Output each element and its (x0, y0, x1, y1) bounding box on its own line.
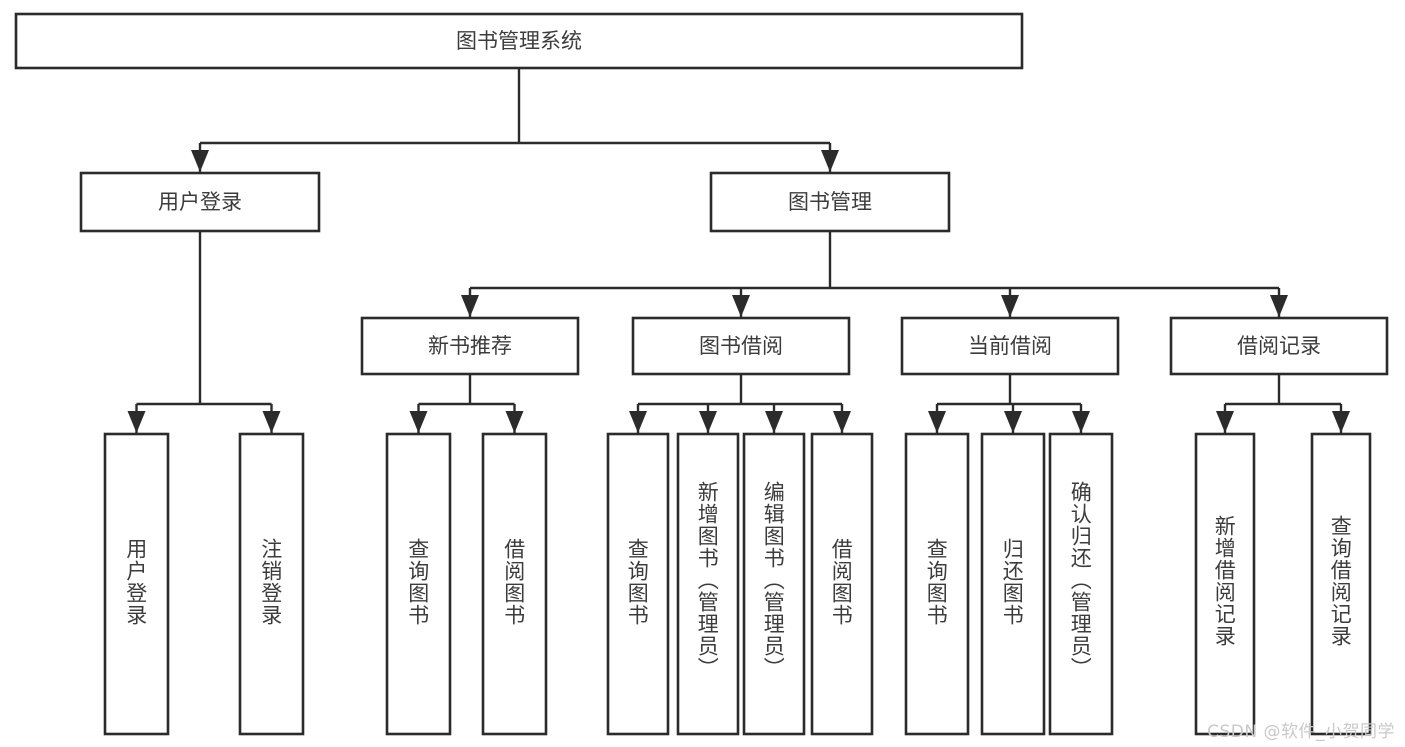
node-label-borrow-record: 借阅记录 (1237, 334, 1321, 358)
node-label-book-manage: 图书管理 (788, 190, 872, 214)
node-label-root: 图书管理系统 (456, 29, 582, 53)
arrow-head-icon (409, 411, 428, 433)
connector-layer (127, 68, 1350, 433)
arrow-head-icon (821, 150, 839, 172)
arrow-head-icon (833, 411, 851, 433)
node-label-user-login: 用户登录 (158, 190, 242, 214)
arrow-head-icon (127, 411, 146, 433)
node-box-borrow-record[interactable] (1169, 316, 1389, 376)
arrow-head-icon (1072, 411, 1090, 433)
node-box-root[interactable] (14, 12, 1024, 70)
arrow-head-icon (191, 150, 209, 172)
node-box-new-book-recommend[interactable] (360, 316, 580, 376)
node-box-leaf-query-book-3[interactable] (904, 432, 970, 736)
node-box-leaf-return-book[interactable] (980, 432, 1046, 736)
node-box-leaf-user-login[interactable] (103, 432, 170, 736)
arrow-head-icon (732, 295, 750, 317)
arrow-head-icon (699, 411, 717, 433)
node-box-leaf-logout-login[interactable] (238, 432, 305, 736)
arrow-head-icon (629, 411, 647, 433)
csdn-watermark: CSDN @软件_小贺同学 (1207, 722, 1395, 742)
node-box-leaf-query-book-1[interactable] (385, 432, 452, 736)
node-box-current-borrow[interactable] (900, 316, 1120, 376)
node-box-user-login[interactable] (79, 171, 321, 233)
node-box-leaf-borrow-book-1[interactable] (481, 432, 548, 736)
arrow-head-icon (1332, 411, 1350, 433)
node-box-leaf-edit-book[interactable] (742, 432, 806, 736)
arrow-head-icon (928, 411, 946, 433)
arrow-head-icon (505, 411, 524, 433)
node-box-leaf-query-book-2[interactable] (606, 432, 670, 736)
node-box-leaf-query-record[interactable] (1310, 432, 1372, 736)
node-box-leaf-add-book[interactable] (676, 432, 740, 736)
arrow-head-icon (1216, 411, 1234, 433)
node-box-leaf-borrow-book-2[interactable] (810, 432, 874, 736)
node-label-book-borrow: 图书借阅 (699, 334, 783, 358)
arrow-head-icon (1004, 411, 1022, 433)
node-box-book-borrow[interactable] (631, 316, 851, 376)
arrow-head-icon (262, 411, 281, 433)
arrow-head-icon (765, 411, 783, 433)
arrow-head-icon (1270, 295, 1288, 317)
node-box-leaf-confirm-return[interactable] (1048, 432, 1114, 736)
arrow-head-icon (1001, 295, 1019, 317)
arrow-head-icon (461, 295, 479, 317)
node-box-leaf-add-record[interactable] (1194, 432, 1256, 736)
node-label-current-borrow: 当前借阅 (968, 334, 1052, 358)
node-label-new-book-recommend: 新书推荐 (428, 334, 512, 358)
node-box-book-manage[interactable] (709, 171, 951, 233)
